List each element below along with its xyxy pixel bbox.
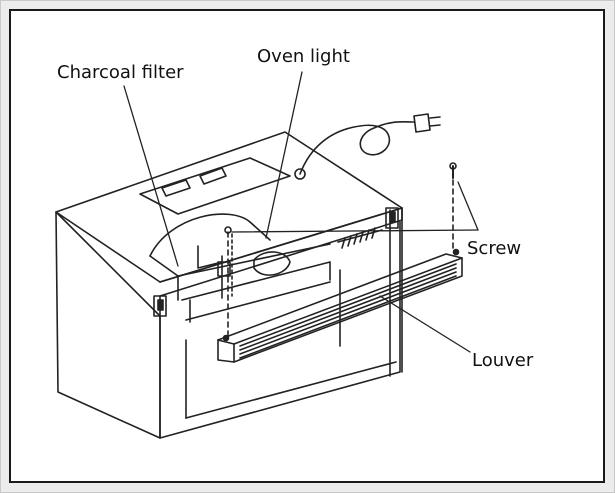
leader-lines (123, 71, 479, 353)
louver-label: Louver (472, 350, 534, 371)
diagram-panel (9, 9, 605, 483)
power-cord (294, 113, 441, 180)
screw-leader-right (457, 181, 479, 231)
louver-leader (379, 295, 471, 353)
screw-label: Screw (467, 238, 522, 259)
side-clips (153, 207, 399, 317)
oven-light-leader (265, 71, 303, 239)
cabinet-body (55, 131, 403, 439)
screw-leader-left (231, 229, 479, 233)
oven-light-label: Oven light (257, 46, 350, 67)
charcoal-filter-label: Charcoal filter (57, 62, 184, 83)
charcoal-filter-leader (123, 85, 179, 267)
louver-grille (217, 248, 463, 363)
top-vents (139, 157, 291, 215)
screws (224, 162, 457, 337)
front-opening (149, 213, 397, 419)
